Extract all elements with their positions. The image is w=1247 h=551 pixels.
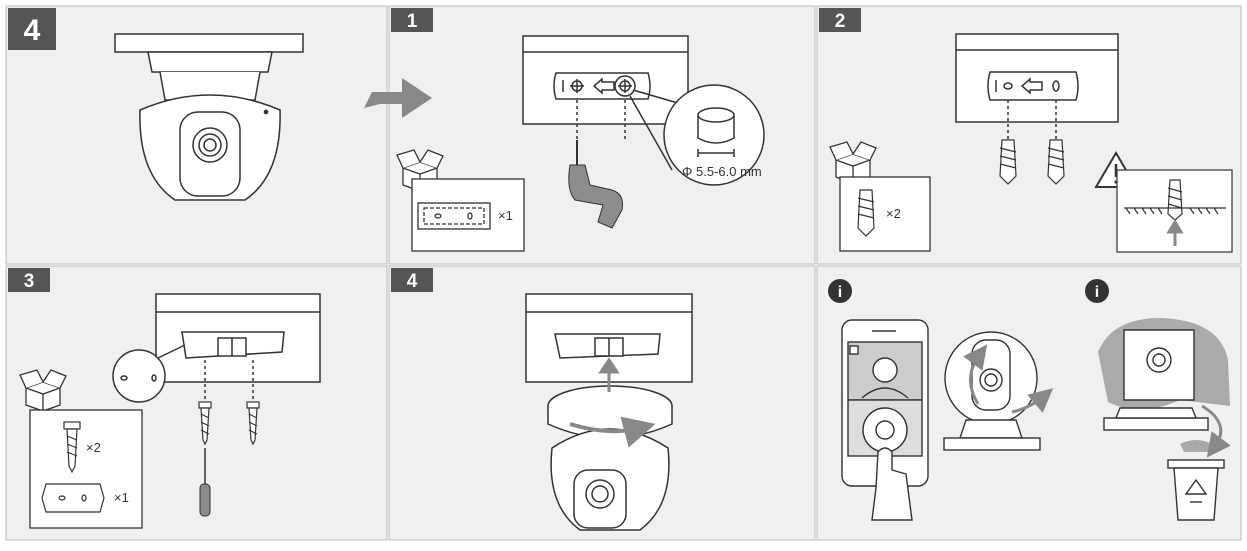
discard-arrow-icon [1201,404,1231,458]
wall-anchor-icon [857,189,875,237]
up-arrow-icon [598,357,620,392]
info-icon: i [828,279,852,303]
screw-icon [198,401,260,446]
phone-app-illustration [841,319,929,521]
ceiling-plate-illustration [112,293,321,403]
template-quantity: ×1 [498,208,513,223]
step-number: 2 [835,11,846,32]
drill-diameter-label: Φ 5.5-6.0 mm [682,164,762,179]
screw-icon [63,421,81,474]
screwdriver-icon [199,448,211,517]
pan-arrow-icon [1011,388,1054,414]
step-badge-bottom-left: 3 [8,268,50,292]
rotate-arrow-icon [569,416,656,448]
dusty-camera-illustration [1098,318,1230,452]
anchor-parts-box [839,176,931,252]
step-badge-bottom-middle: 4 [391,268,433,292]
tilt-arrow-icon [963,344,988,405]
wall-anchor-icon [999,139,1065,185]
next-step-arrow-icon [364,78,432,118]
recycle-bin-icon [1167,459,1225,521]
up-arrow-icon [1166,219,1184,246]
step-number: 4 [24,14,41,47]
info-glyph: i [838,284,842,301]
ceiling-camera-illustration [114,33,304,201]
step-number: 4 [407,271,418,292]
parts-box-icon [19,369,67,412]
parts-box-icon [829,141,877,184]
drill-template-illustration [522,35,765,186]
screw-quantity: ×2 [86,440,101,455]
step-badge-top-left: 4 [8,8,56,50]
step-number: 3 [24,271,35,292]
info-glyph: i [1095,284,1099,301]
info-icon: i [1085,279,1109,303]
step-number: 1 [407,11,418,32]
anchor-template-illustration [955,33,1119,140]
step-badge-top-middle: 1 [391,8,433,32]
mounting-template-item [411,178,525,252]
anchor-quantity: ×2 [886,206,901,221]
plate-quantity: ×1 [114,490,129,505]
step-badge-top-right: 2 [819,8,861,32]
mounting-plate-icon [41,483,105,513]
drill-icon [568,140,623,229]
